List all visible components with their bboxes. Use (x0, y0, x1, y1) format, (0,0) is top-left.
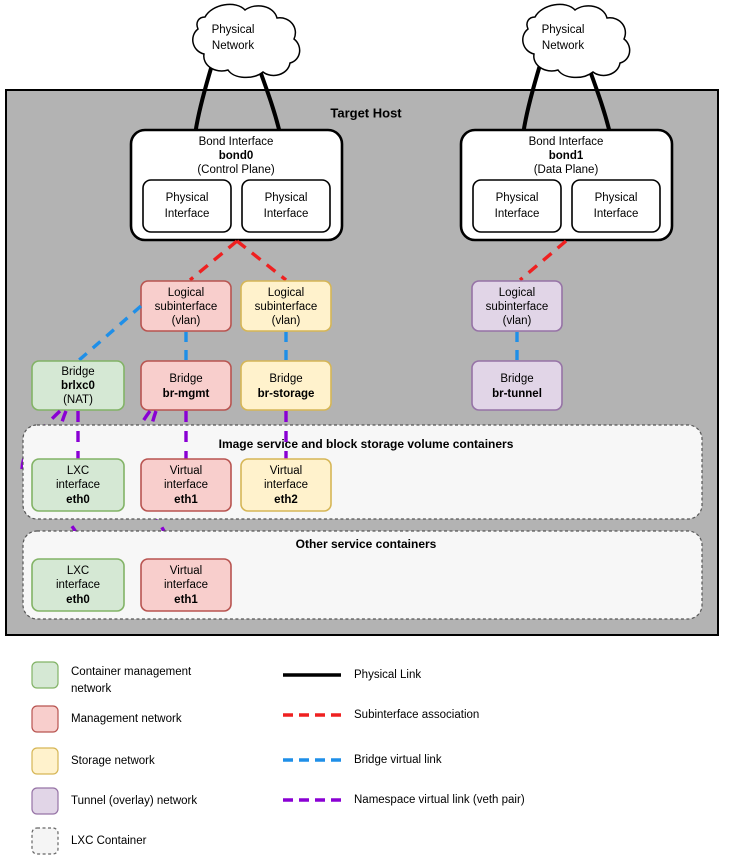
subif-mgmt-line1: Logical (168, 287, 204, 299)
bond1-physical-interface-1 (472, 179, 562, 233)
subinterface-tunnel: Logical subinterface (vlan) (471, 280, 563, 332)
legend-line-bridge: Bridge virtual link (283, 754, 442, 766)
bond1-box: Bond Interface bond1 (Data Plane) Physic… (459, 128, 674, 242)
iface-eth1-b-line1: Virtual (170, 565, 202, 577)
legend-storage-label: Storage network (71, 755, 155, 767)
subif-storage-line1: Logical (268, 287, 304, 299)
interface-eth1-a: Virtual interface eth1 (140, 458, 232, 512)
legend-swatch-management: Management network (31, 705, 182, 733)
bridge-brlxc0-title: Bridge (61, 366, 94, 378)
bridge-br-mgmt: Bridge br-mgmt (140, 360, 232, 411)
legend-line-physical: Physical Link (283, 669, 421, 681)
subif-mgmt-line3: (vlan) (172, 315, 201, 327)
cloud-right-line1: Physical (542, 24, 585, 36)
cloud-right: Physical Network (522, 3, 631, 79)
bridge-br-mgmt-title: Bridge (169, 373, 202, 385)
bond0-plane: (Control Plane) (197, 164, 275, 176)
subinterface-link-bond1-tunnel (518, 239, 568, 282)
legend-line-namespace: Namespace virtual link (veth pair) (283, 794, 525, 806)
legend-lxc-container-label: LXC Container (71, 835, 147, 847)
bond1-phys2-line1: Physical (595, 192, 638, 204)
bond0-box: Bond Interface bond0 (Control Plane) Phy… (129, 128, 344, 242)
bridge-brlxc0: Bridge brlxc0 (NAT) (31, 360, 125, 411)
bridge-br-storage-name: br-storage (258, 388, 315, 400)
legend-bridge-virtual-link-label: Bridge virtual link (354, 754, 442, 766)
legend-swatch-storage: Storage network (31, 747, 155, 775)
iface-eth1-a-name: eth1 (174, 494, 198, 506)
subinterface-mgmt: Logical subinterface (vlan) (140, 280, 232, 332)
bridge-brlxc0-name: brlxc0 (61, 380, 95, 392)
bond0-physical-interface-1 (142, 179, 232, 233)
legend-swatch-container-management: Container management network (31, 661, 192, 695)
iface-eth0-b-name: eth0 (66, 594, 90, 606)
subif-storage-line3: (vlan) (272, 315, 301, 327)
iface-eth1-b-name: eth1 (174, 594, 198, 606)
bond1-title: Bond Interface (529, 136, 604, 148)
bond0-phys2-line1: Physical (265, 192, 308, 204)
iface-eth2-a-name: eth2 (274, 494, 298, 506)
bond1-phys1-line2: Interface (495, 208, 540, 220)
iface-eth1-b-line2: interface (164, 579, 208, 591)
bond0-name: bond0 (219, 150, 254, 162)
legend-container-management-line2: network (71, 683, 112, 695)
bond0-phys1-line1: Physical (166, 192, 209, 204)
legend-management-label: Management network (71, 713, 182, 725)
interface-eth0-a: LXC interface eth0 (31, 458, 125, 512)
subif-tunnel-line3: (vlan) (503, 315, 532, 327)
bridge-br-tunnel: Bridge br-tunnel (471, 360, 563, 411)
iface-eth0-a-name: eth0 (66, 494, 90, 506)
bond0-phys2-line2: Interface (264, 208, 309, 220)
subinterface-link-bond0-storage (235, 239, 288, 282)
legend-container-management-line1: Container management (71, 666, 192, 678)
subinterface-storage: Logical subinterface (vlan) (240, 280, 332, 332)
subif-tunnel-line1: Logical (499, 287, 535, 299)
bridge-brlxc0-note: (NAT) (63, 394, 93, 406)
iface-eth0-a-line2: interface (56, 479, 100, 491)
bond0-phys1-line2: Interface (165, 208, 210, 220)
cloud-left-line1: Physical (212, 24, 255, 36)
bridge-br-tunnel-title: Bridge (500, 373, 533, 385)
container-group-other-services: Other service containers (22, 530, 703, 620)
bond0-physical-interface-2 (241, 179, 331, 233)
bond0-title: Bond Interface (199, 136, 274, 148)
subif-storage-line2: subinterface (255, 301, 318, 313)
bond1-name: bond1 (549, 150, 584, 162)
legend-line-subinterface: Subinterface association (283, 709, 479, 721)
legend-swatch-lxc-container: LXC Container (31, 827, 147, 855)
bridge-link-brlxc0 (76, 304, 143, 363)
iface-eth2-a-line2: interface (264, 479, 308, 491)
bridge-br-storage: Bridge br-storage (240, 360, 332, 411)
bridge-br-mgmt-name: br-mgmt (163, 388, 210, 400)
bond1-physical-interface-2 (571, 179, 661, 233)
bond1-phys1-line1: Physical (496, 192, 539, 204)
target-host-label: Target Host (330, 105, 402, 120)
cloud-left-line2: Network (212, 40, 254, 52)
container-group-image-storage-label: Image service and block storage volume c… (219, 437, 514, 451)
interface-eth1-b: Virtual interface eth1 (140, 558, 232, 612)
iface-eth1-a-line1: Virtual (170, 465, 202, 477)
legend-physical-link-label: Physical Link (354, 669, 421, 681)
bond1-plane: (Data Plane) (534, 164, 599, 176)
legend-subinterface-association-label: Subinterface association (354, 709, 479, 721)
container-group-image-storage: Image service and block storage volume c… (22, 424, 703, 520)
interface-eth0-b: LXC interface eth0 (31, 558, 125, 612)
iface-eth0-b-line2: interface (56, 579, 100, 591)
container-group-other-services-label: Other service containers (296, 537, 437, 551)
bridge-br-tunnel-name: br-tunnel (492, 388, 542, 400)
subif-mgmt-line2: subinterface (155, 301, 218, 313)
bridge-br-storage-title: Bridge (269, 373, 302, 385)
bond1-phys2-line2: Interface (594, 208, 639, 220)
iface-eth0-a-line1: LXC (67, 465, 89, 477)
interface-eth2-a: Virtual interface eth2 (240, 458, 332, 512)
cloud-right-line2: Network (542, 40, 584, 52)
subif-tunnel-line2: subinterface (486, 301, 549, 313)
subinterface-link-bond0-mgmt (188, 239, 239, 282)
cloud-left: Physical Network (192, 3, 301, 79)
iface-eth1-a-line2: interface (164, 479, 208, 491)
legend-tunnel-label: Tunnel (overlay) network (71, 795, 197, 807)
legend-swatch-tunnel: Tunnel (overlay) network (31, 787, 197, 815)
iface-eth2-a-line1: Virtual (270, 465, 302, 477)
legend-namespace-virtual-link-label: Namespace virtual link (veth pair) (354, 794, 525, 806)
iface-eth0-b-line1: LXC (67, 565, 89, 577)
